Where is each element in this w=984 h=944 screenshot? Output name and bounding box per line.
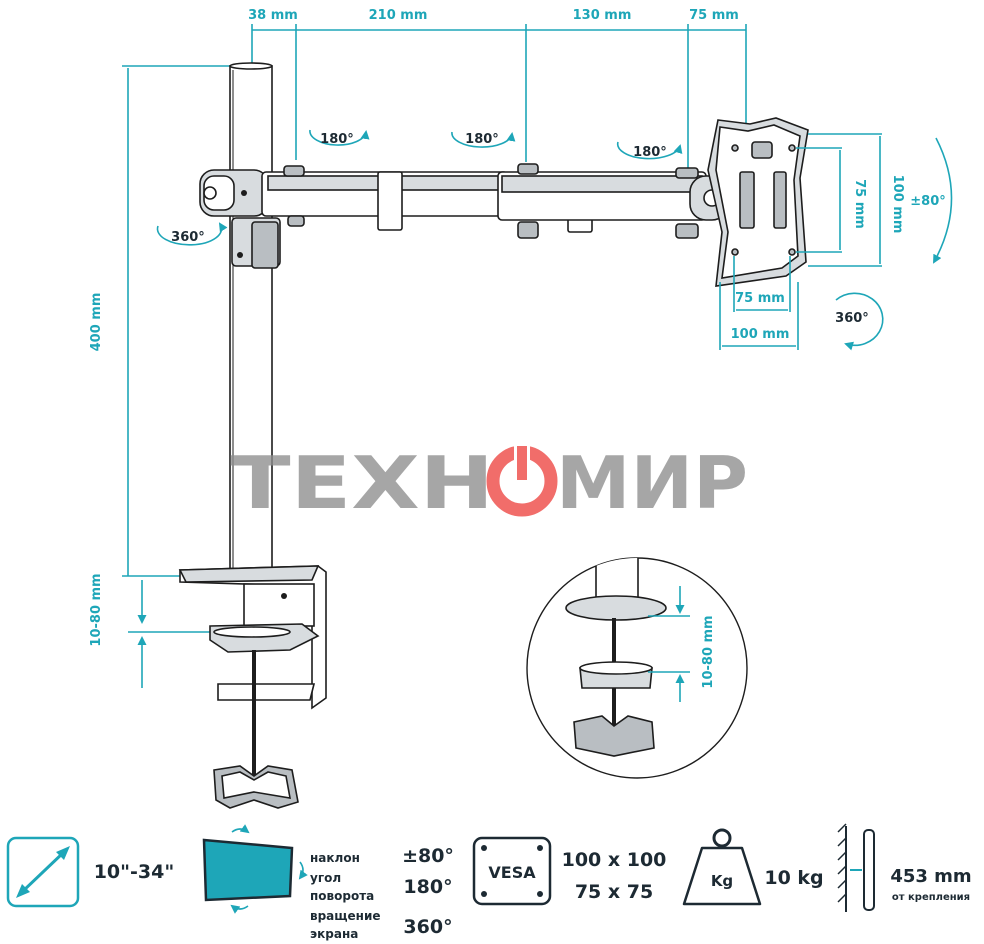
- rotation-badge-plate: 360°: [835, 292, 884, 351]
- dim-210mm: 210 mm: [369, 8, 428, 23]
- rotation-label-tilt: наклон: [310, 851, 360, 865]
- rotation-pole-label: 360°: [171, 230, 205, 245]
- vesa-width-dimensions: [719, 256, 799, 350]
- vesa-value-small: 75 x 75: [575, 881, 653, 903]
- dim-75mm-top: 75 mm: [689, 8, 739, 23]
- vesa-badge-text: VESA: [488, 863, 536, 882]
- rotation-badge-joint-1: 180°: [309, 129, 370, 147]
- rotation-joint-2-label: 180°: [465, 132, 499, 147]
- rotation-label-rotation: вращение: [310, 909, 381, 923]
- rotation-label-swivel: поворота: [310, 889, 374, 903]
- screen-icon: [202, 838, 294, 902]
- rotation-label-angle: угол: [310, 871, 341, 885]
- spec-screen-size: 10"-34": [6, 836, 175, 908]
- watermark-text-right: МИР: [556, 441, 748, 525]
- weight-icon: [682, 828, 762, 906]
- dim-vesa-h-100: 100 mm: [890, 175, 905, 234]
- spec-weight: Kg 10 kg: [682, 828, 824, 906]
- watermark-text-left: ТЕХН: [230, 441, 494, 525]
- rotation-badge-joint-2: 180°: [451, 131, 516, 148]
- vesa-value-large: 100 x 100: [562, 849, 667, 871]
- weight-value: 10 kg: [764, 867, 823, 889]
- pole-collar: [231, 217, 281, 269]
- spec-vesa: VESA 100 x 100 75 x 75: [472, 836, 667, 906]
- rotation-value-swivel: 180°: [403, 876, 452, 898]
- vesa-plate: [707, 117, 809, 287]
- rotation-label-screen: экрана: [310, 927, 358, 941]
- clamp-detail-view: [526, 557, 748, 779]
- reach-caption: от крепления: [892, 892, 970, 903]
- dim-vesa-w-100: 100 mm: [731, 327, 790, 342]
- dim-vesa-w-75: 75 mm: [735, 291, 785, 306]
- dim-tilt: ±80°: [910, 194, 945, 209]
- dim-vesa-h-75: 75 mm: [852, 179, 867, 229]
- wall-distance-icon: [837, 823, 875, 912]
- vesa-height-dimensions: [796, 133, 882, 267]
- reach-value: 453 mm: [890, 866, 971, 887]
- clamp-range-dimension: [128, 580, 212, 688]
- screen-size-value: 10"-34": [94, 861, 175, 883]
- dim-130mm: 130 mm: [573, 8, 632, 23]
- rotation-plate-label: 360°: [835, 311, 869, 326]
- weight-badge-text: Kg: [711, 872, 733, 890]
- rotation-value-screen: 360°: [403, 916, 452, 938]
- dim-clamp-range: 10-80 mm: [89, 573, 104, 646]
- dim-400mm: 400 mm: [89, 293, 104, 352]
- diagonal-arrow-icon: [20, 850, 66, 894]
- detail-clamp-dimension: [648, 586, 690, 702]
- spec-rotation: наклон угол поворота вращение экрана ±80…: [202, 824, 454, 941]
- watermark-logo: ТЕХН МИР: [230, 441, 748, 525]
- dim-38mm: 38 mm: [248, 8, 298, 23]
- vesa-icon: [472, 836, 552, 906]
- pole-height-dimension: [122, 65, 232, 577]
- dim-clamp-range-detail: 10-80 mm: [701, 615, 716, 688]
- rotation-badge-joint-3: 180°: [616, 141, 683, 160]
- pole: [229, 62, 273, 575]
- power-icon: [486, 444, 558, 517]
- rotation-badge-pole: 360°: [156, 222, 228, 246]
- rotation-joint-1-label: 180°: [320, 132, 354, 147]
- desk-clamp: [178, 565, 327, 809]
- rotation-value-tilt: ±80°: [402, 845, 454, 867]
- tilt-arrow: [933, 137, 953, 264]
- rotation-joint-3-label: 180°: [633, 145, 667, 160]
- spec-reach: 453 mm от крепления: [837, 823, 972, 912]
- top-dimension-lines: [251, 24, 747, 172]
